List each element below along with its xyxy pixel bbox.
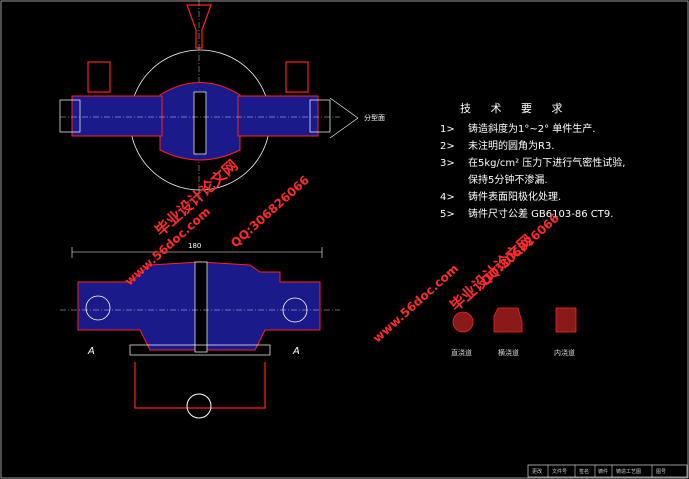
title-block-cell: 铸造工艺图 [616, 469, 642, 475]
legend-caption-sprue: 直浇道 [451, 349, 472, 357]
front-view [60, 247, 340, 419]
legend-caption-ingate: 内浇道 [554, 349, 575, 357]
bottom-frame [134, 362, 266, 409]
tech-item: 4>铸件表面阳极化处理. [440, 192, 562, 203]
tech-item: 1>铸造斜度为1°~2° 单件生产. [440, 124, 596, 135]
runner-symbol [493, 307, 523, 333]
tech-item: 保持5分钟不渗漏. [468, 175, 548, 186]
parting-line-label: 分型面 [364, 114, 385, 122]
left-riser [87, 61, 111, 93]
tech-title: 技 术 要 求 [460, 102, 571, 115]
ingate-symbol [555, 307, 577, 333]
legend-caption-runner: 横浇道 [498, 349, 519, 357]
sprue-funnel [186, 4, 212, 49]
right-riser [285, 61, 309, 93]
sprue-symbol [452, 311, 474, 333]
title-block-cell: 文件号 [552, 469, 568, 475]
title-block-cell: 铸件 [598, 469, 609, 475]
title-block-cell: 更改 [532, 469, 543, 475]
title-block [527, 464, 688, 478]
title-block-cell: 图号 [656, 469, 667, 475]
overall-dimension: 180 [188, 242, 202, 250]
tech-item: 3>在5kg/cm² 压力下进行气密性试验, [440, 158, 626, 169]
section-label-right: A [293, 346, 300, 357]
section-label-left: A [88, 346, 95, 357]
gating-legend [452, 307, 577, 333]
top-view [59, 0, 359, 200]
technical-requirements: 技 术 要 求 1>铸造斜度为1°~2° 单件生产. 2>未注明的圆角为R3. … [440, 100, 625, 223]
tech-item: 2>未注明的圆角为R3. [440, 141, 555, 152]
title-block-cell: 签名 [579, 469, 590, 475]
bottom-riser [186, 393, 212, 419]
tech-item: 5>铸件尺寸公差 GB6103-86 CT9. [440, 209, 614, 220]
